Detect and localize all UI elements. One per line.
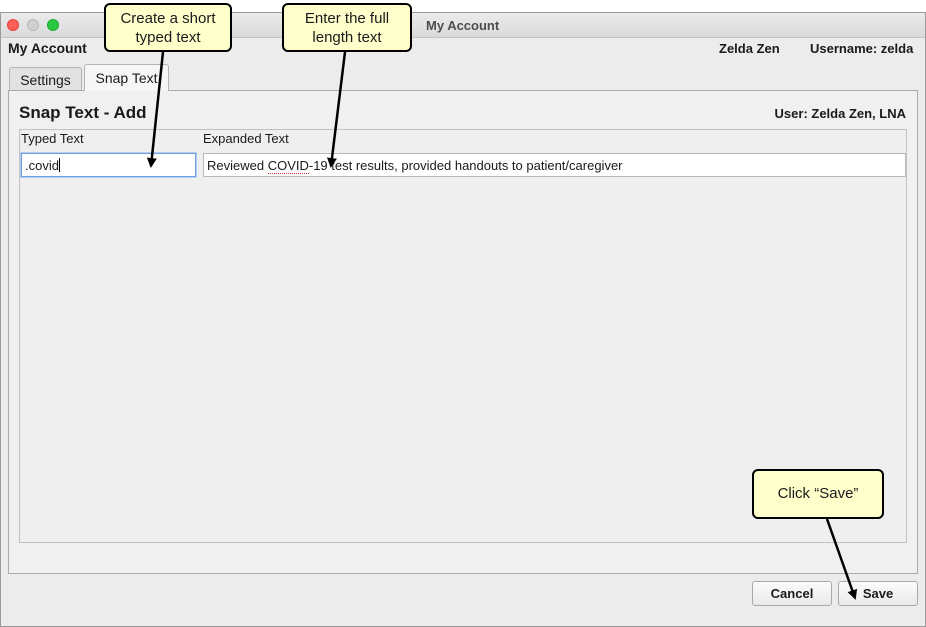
account-username: Username: zelda — [810, 41, 914, 56]
minimize-window-icon[interactable] — [27, 19, 39, 31]
text-caret — [58, 158, 60, 172]
account-header-title: My Account — [8, 40, 87, 56]
save-button[interactable]: Save — [838, 581, 918, 606]
tab-settings[interactable]: Settings — [9, 67, 82, 91]
callout-full-text: Enter the full length text — [282, 3, 412, 52]
expanded-text-suffix: -19 test results, provided handouts to p… — [308, 158, 623, 173]
maximize-window-icon[interactable] — [47, 19, 59, 31]
spellcheck-flagged-word: COVID — [267, 158, 309, 174]
tab-snap-text[interactable]: Snap Text — [84, 64, 169, 91]
tab-settings-label: Settings — [20, 72, 71, 88]
callout-typed-text: Create a short typed text — [104, 3, 232, 52]
typed-text-value: .covid — [25, 158, 59, 173]
expanded-text-input[interactable]: Reviewed COVID-19 test results, provided… — [203, 153, 906, 177]
expanded-text-label: Expanded Text — [203, 131, 289, 146]
account-user-name: Zelda Zen — [719, 41, 780, 56]
page-title: Snap Text - Add — [19, 103, 147, 122]
panel-user-info: User: Zelda Zen, LNA — [774, 106, 906, 121]
tab-snap-text-label: Snap Text — [95, 70, 158, 86]
close-window-icon[interactable] — [7, 19, 19, 31]
typed-text-label: Typed Text — [21, 131, 84, 146]
window-title: My Account — [426, 18, 500, 33]
callout-click-save: Click “Save” — [752, 469, 884, 519]
cancel-button[interactable]: Cancel — [752, 581, 832, 606]
expanded-text-prefix: Reviewed — [207, 158, 268, 173]
typed-text-input[interactable]: .covid — [21, 153, 196, 177]
